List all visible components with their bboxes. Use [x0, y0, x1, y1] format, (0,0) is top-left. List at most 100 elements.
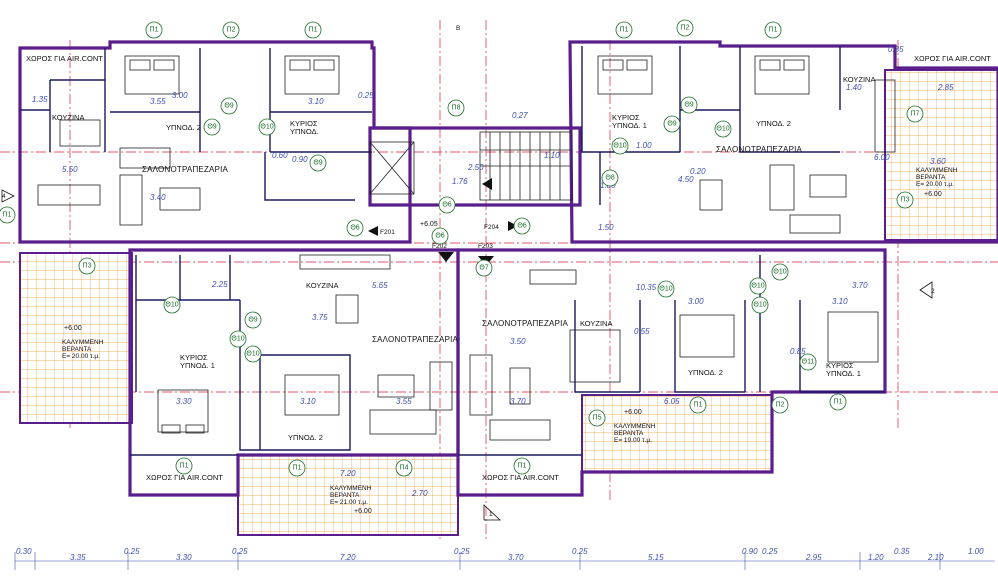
dim-inner-36: 1.50	[598, 223, 614, 232]
dim-inner-28: 3.00	[688, 297, 704, 306]
svg-text:Θ10: Θ10	[751, 283, 764, 290]
tag-th9-f: Θ9	[244, 311, 262, 329]
bottom-dimension-line	[14, 552, 995, 570]
dim-bottom-6: 0.25	[454, 547, 470, 556]
walls	[18, 40, 998, 497]
bedroom2-label-bottom-right: ΥΠΝΟΔ. 2	[688, 368, 723, 377]
tag-th10-h: Θ10	[749, 277, 767, 295]
tag-p1-g: Π1	[288, 459, 306, 477]
dim-inner-11: 1.76	[452, 177, 468, 186]
aircon-label-top-right: ΧΩΡΟΣ ΓΙΑ AIR.CONT	[914, 54, 991, 63]
dim-inner-22: 3.30	[176, 397, 192, 406]
dim-inner-9: 0.27	[512, 111, 528, 120]
dim-inner-13: 1.00	[636, 141, 652, 150]
dim-inner-2: 3.00	[172, 91, 188, 100]
tag-th11: Θ11	[799, 353, 817, 371]
veranda-labels: +6.00 ΚΑΛΥΜΜΕΝΗ ΒΕΡΑΝΤΑ Ε= 20.00 τ.μ. ΚΑ…	[62, 167, 958, 515]
svg-text:Π3: Π3	[901, 197, 910, 204]
dim-inner-27: 3.70	[510, 397, 526, 406]
dim-inner-15: 3.60	[930, 157, 946, 166]
tag-th9-d: Θ9	[663, 115, 681, 133]
dim-bottom-11: 0.25	[762, 547, 778, 556]
dim-bottom-7: 3.70	[508, 553, 524, 562]
dim-inner-16: 2.85	[937, 83, 954, 92]
veranda-left-title-1: ΚΑΛΥΜΜΕΝΗ	[62, 339, 104, 346]
dim-inner-31: 2.70	[411, 489, 428, 498]
master-label-top-right-1: ΚΥΡΙΟΣ	[612, 113, 640, 122]
dim-inner-19: 2.25	[211, 280, 228, 289]
tag-th6-a: Θ6	[438, 196, 456, 214]
kitchen-label-top-right: ΚΟΥΖΙΝΑ	[843, 75, 875, 84]
tag-p1-b: Π1	[304, 21, 322, 39]
svg-text:Π2: Π2	[227, 27, 236, 34]
tag-th6-c: Θ6	[431, 227, 449, 245]
tag-th10-j: Θ10	[751, 296, 769, 314]
veranda-left-level: +6.00	[64, 325, 82, 332]
veranda-top-right-title-1: ΚΑΛΥΜΜΕΝΗ	[916, 167, 958, 174]
veranda-right-level: +6.00	[624, 409, 642, 416]
bedroom2-label-bottom-left: ΥΠΝΟΔ. 2	[288, 433, 323, 442]
dim-bottom-1: 3.35	[70, 553, 86, 562]
veranda-center-title-2: ΒΕΡΑΝΤΑ	[330, 492, 360, 499]
tag-th9-c: Θ9	[309, 154, 327, 172]
bottom-dimension-values: 0.30 3.35 0.25 3.30 0.25 7.20 0.25 3.70 …	[16, 547, 984, 562]
tag-p8: Π8	[447, 99, 465, 117]
dim-inner-34: 3.10	[832, 297, 848, 306]
dim-inner-17: 1.40	[846, 83, 862, 92]
svg-text:Π2: Π2	[681, 25, 690, 32]
tag-p2-b: Π2	[676, 19, 694, 37]
svg-text:Θ10: Θ10	[231, 336, 244, 343]
label-f204: F204	[484, 224, 499, 231]
dim-inner-32: 7.20	[340, 469, 356, 478]
tag-p1-d: Π1	[764, 21, 782, 39]
furniture	[37, 55, 896, 441]
svg-text:Θ9: Θ9	[224, 103, 233, 110]
master-label-bottom-right-2: ΥΠΝΟΔ. 1	[826, 369, 861, 378]
svg-text:Π5: Π5	[593, 415, 602, 422]
tag-th10-a: Θ10	[258, 118, 276, 136]
svg-text:Θ10: Θ10	[773, 269, 786, 276]
tag-p2-c: Π2	[771, 396, 789, 414]
aircon-label-top-left: ΧΩΡΟΣ ΓΙΑ AIR.CONT	[26, 54, 103, 63]
reference-tags: Π1 Π2 Π1 Π1 Π2 Π1 Π8 Π7 Π3 Π1 Π3 Π1 Π1 Π…	[0, 19, 924, 477]
inner-dimension-values: 1.35 3.55 3.00 3.10 0.25 0.60 0.90 5.50 …	[32, 45, 954, 498]
dim-inner-39: 0.20	[690, 167, 706, 176]
dim-bottom-12: 2.95	[805, 553, 822, 562]
dim-inner-8: 3.40	[150, 193, 166, 202]
svg-text:Θ10: Θ10	[659, 286, 672, 293]
veranda-right-title-1: ΚΑΛΥΜΜΕΝΗ	[614, 423, 656, 430]
svg-text:Π1: Π1	[694, 402, 703, 409]
tag-th9-b: Θ9	[203, 118, 221, 136]
dim-bottom-9: 5.15	[648, 553, 664, 562]
dim-bottom-5: 7.20	[340, 553, 356, 562]
tag-p1-j: Π1	[829, 393, 847, 411]
master-label-top-left-1: ΚΥΡΙΟΣ	[290, 119, 318, 128]
tag-th9-e: Θ9	[680, 96, 698, 114]
veranda-bottom-right	[581, 394, 773, 473]
section-label-1: 1	[489, 511, 493, 518]
dim-inner-0: 1.35	[32, 95, 48, 104]
room-labels: ΧΩΡΟΣ ΓΙΑ AIR.CONT ΧΩΡΟΣ ΓΙΑ AIR.CONT ΧΩ…	[26, 54, 991, 482]
veranda-right-title-2: ΒΕΡΑΝΤΑ	[614, 430, 644, 437]
svg-text:Θ9: Θ9	[313, 160, 322, 167]
svg-text:Π1: Π1	[769, 27, 778, 34]
aircon-label-bottom-left: ΧΩΡΟΣ ΓΙΑ AIR.CONT	[146, 473, 223, 482]
label-f203: F203	[478, 243, 493, 250]
stair-arrow	[482, 178, 492, 190]
veranda-left-title-2: ΒΕΡΑΝΤΑ	[62, 346, 92, 353]
svg-text:Π1: Π1	[150, 27, 159, 34]
veranda-center-level: +6.00	[354, 508, 372, 515]
bedroom2-label-top-right: ΥΠΝΟΔ. 2	[756, 119, 791, 128]
dim-inner-5: 0.60	[272, 151, 288, 160]
dim-inner-37: 6.00	[874, 153, 890, 162]
tag-p1-e: Π1	[0, 206, 16, 224]
section-label-4: 4	[2, 193, 6, 200]
dim-bottom-13: 1.20	[868, 553, 884, 562]
svg-text:Θ10: Θ10	[165, 302, 178, 309]
svg-text:Θ11: Θ11	[802, 359, 815, 366]
tag-p4: Π4	[395, 459, 413, 477]
svg-text:Π2: Π2	[776, 402, 785, 409]
tag-p1-h: Π1	[513, 457, 531, 475]
veranda-top-right-area: Ε= 20.00 τ.μ.	[916, 181, 954, 188]
svg-text:Θ10: Θ10	[246, 351, 259, 358]
